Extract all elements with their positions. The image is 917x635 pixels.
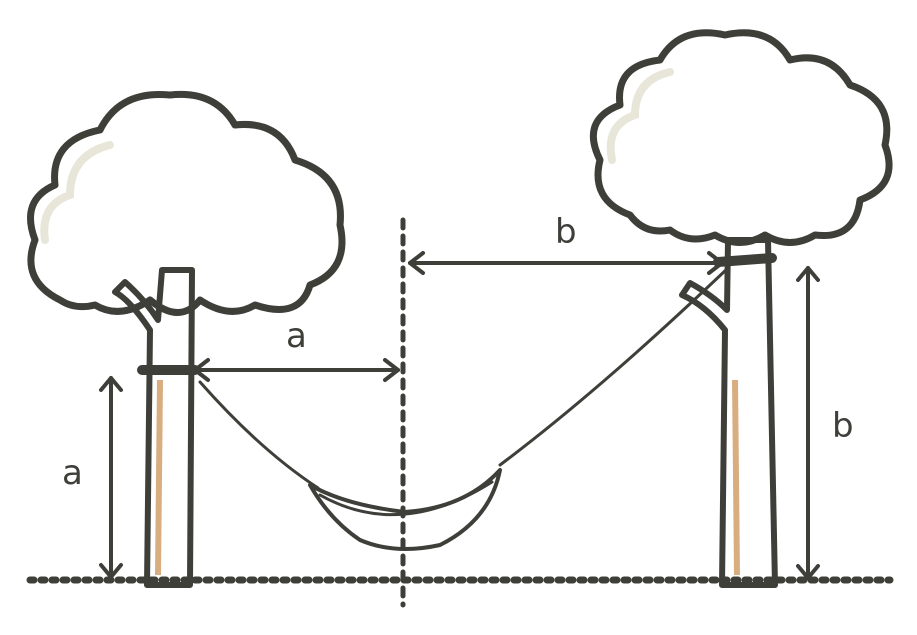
left-tree [27, 90, 346, 588]
arrow-b-horizontal [408, 251, 724, 275]
label-a-vertical: a [62, 453, 83, 493]
left-canopy [27, 90, 346, 316]
right-tree [589, 29, 893, 588]
arrow-a-horizontal [193, 358, 400, 382]
right-canopy [589, 29, 893, 246]
label-b-horizontal: b [555, 212, 577, 252]
label-b-vertical: b [832, 406, 854, 446]
label-a-horizontal: a [286, 316, 307, 356]
arrow-a-vertical [99, 376, 123, 579]
arrow-b-vertical [796, 266, 820, 580]
hammock [198, 266, 730, 551]
